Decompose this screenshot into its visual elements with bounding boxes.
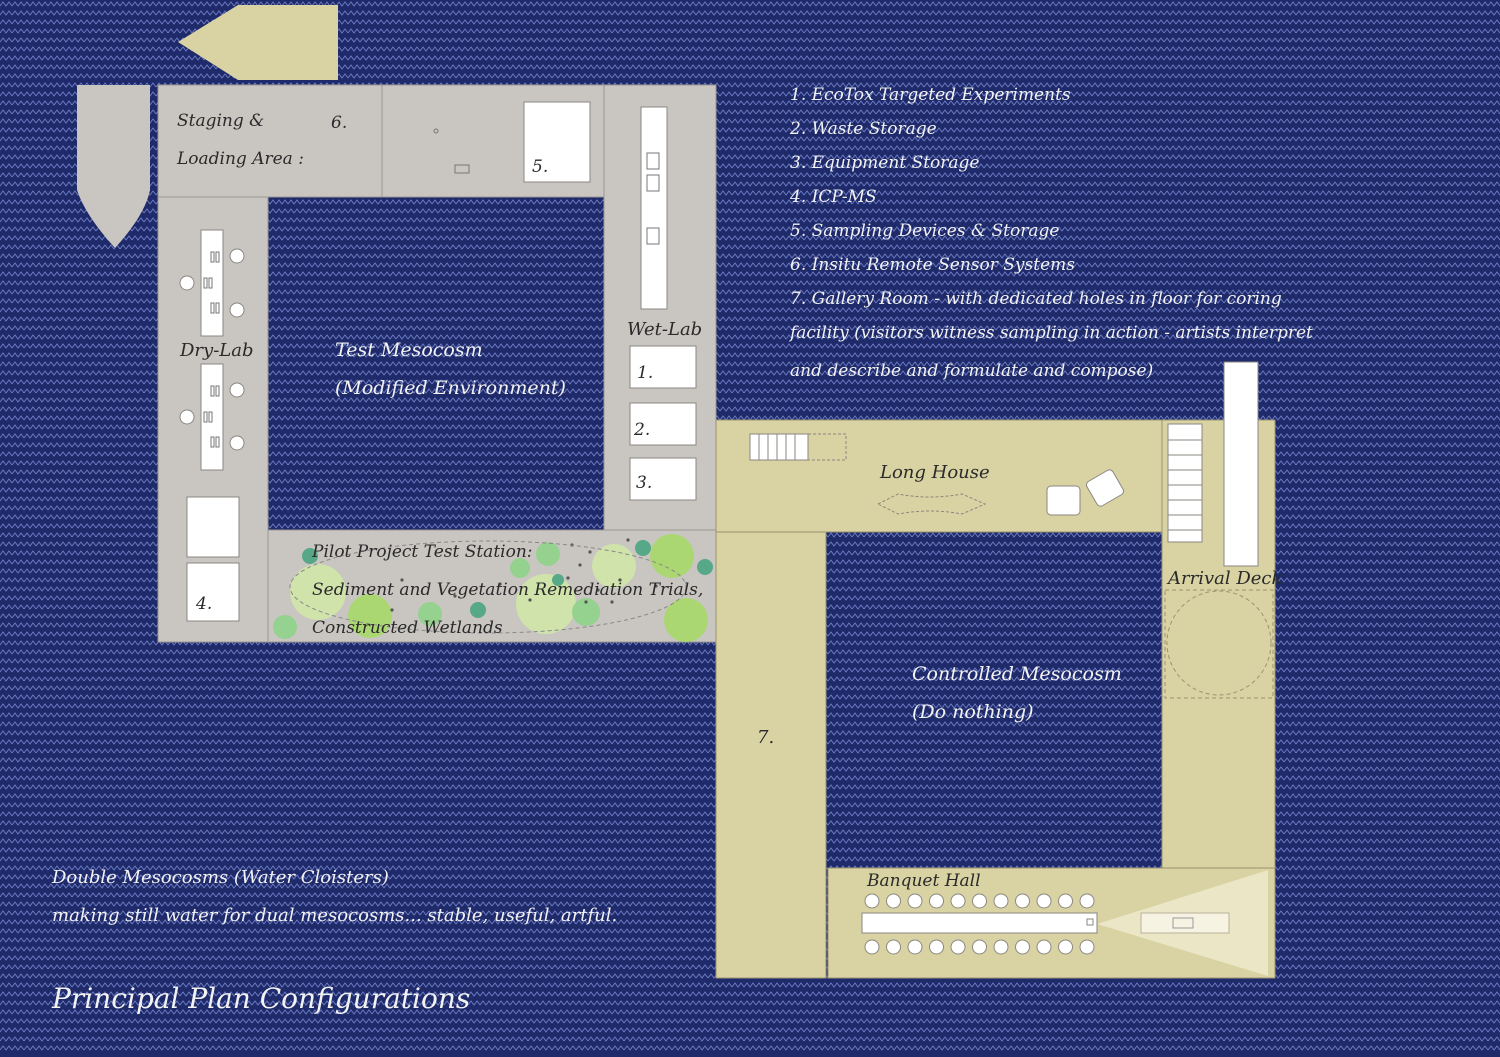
caption-line2: making still water for dual mesocosms...… — [52, 905, 617, 926]
banquet-seat — [929, 939, 944, 955]
legend-item: 5. Sampling Devices & Storage — [790, 221, 1059, 241]
room-number-5: 5. — [532, 157, 548, 177]
room-box-1 — [629, 345, 697, 389]
banquet-seat — [1036, 939, 1052, 955]
boat-top — [178, 5, 338, 80]
wet-lab-bench — [640, 106, 668, 310]
legend-item: 3. Equipment Storage — [790, 153, 979, 173]
legend-item: 7. Gallery Room - with dedicated holes i… — [790, 289, 1282, 309]
counter-sink-icon — [1172, 917, 1194, 929]
banquet-seat — [1058, 893, 1073, 909]
wet-lab-label: Wet-Lab — [627, 319, 702, 340]
banquet-seat — [972, 893, 987, 909]
test-mesocosm-subtitle: (Modified Environment) — [335, 377, 566, 399]
long-house-label: Long House — [879, 462, 990, 483]
dry-lab-box — [186, 496, 240, 558]
room-box-2 — [629, 402, 697, 446]
table-outline-icon — [876, 493, 987, 515]
banquet-table — [861, 912, 1098, 934]
banquet-seat — [929, 893, 944, 909]
legend-item: 2. Waste Storage — [789, 119, 937, 139]
legend: 1. EcoTox Targeted Experiments 2. Waste S… — [788, 85, 1313, 381]
banquet-seat — [864, 893, 880, 909]
pilot-station-title: Pilot Project Test Station: — [311, 542, 533, 562]
deck-pad-outline — [1164, 589, 1274, 699]
dry-lab-equipment-icons — [203, 251, 220, 448]
staging-room — [157, 84, 383, 198]
banquet-seat — [950, 893, 966, 909]
room-number-3: 3. — [636, 473, 652, 493]
banquet-seat — [972, 939, 987, 955]
banquet-seat — [1036, 893, 1052, 909]
room-number-1: 1. — [637, 363, 653, 383]
serving-counter — [1140, 912, 1230, 934]
room-number-6: 6. — [331, 113, 347, 133]
banquet-seat — [1058, 939, 1073, 955]
legend-item: 1. EcoTox Targeted Experiments — [790, 85, 1071, 105]
controlled-mesocosm-title: Controlled Mesocosm — [912, 663, 1122, 685]
boat-left — [77, 85, 150, 248]
room-number-4: 4. — [195, 594, 212, 614]
banquet-seat — [907, 939, 923, 955]
icp-ms-box — [186, 562, 240, 622]
test-mesocosm-title: Test Mesocosm — [335, 339, 483, 361]
banquet-seat — [886, 893, 901, 909]
banquet-seat — [1079, 939, 1095, 955]
deck-stairs — [1167, 423, 1203, 543]
legend-item: 6. Insitu Remote Sensor Systems — [790, 255, 1075, 275]
pilot-station-line2: Sediment and Vegetation Remediation Tria… — [312, 580, 703, 600]
banquet-seat — [1015, 893, 1030, 909]
chair-icon-2 — [1085, 469, 1125, 507]
deck-pad-circle — [1166, 590, 1272, 696]
deck-ramp — [1223, 361, 1259, 567]
deck-stair-steps — [1168, 439, 1202, 531]
dry-lab-label: Dry-Lab — [179, 340, 254, 361]
device-icon — [454, 164, 470, 174]
sink-icon-3 — [646, 227, 660, 245]
stair-icon — [749, 433, 847, 461]
storage-5-box — [523, 101, 591, 183]
legend-item: facility (visitors witness sampling in a… — [788, 323, 1313, 343]
banquet-seat — [1015, 939, 1030, 955]
legend-item: and describe and formulate and compose) — [790, 361, 1153, 381]
banquet-seat — [993, 893, 1009, 909]
staging-label-line2: Loading Area : — [176, 149, 304, 169]
banquet-seats — [864, 893, 1095, 955]
room-number-7: 7. — [757, 727, 774, 748]
banquet-seat — [993, 939, 1009, 955]
pilot-station-outline — [289, 540, 687, 634]
banquet-seat — [886, 939, 901, 955]
legend-item: 4. ICP-MS — [789, 187, 877, 207]
sink-icon-2 — [646, 174, 660, 192]
chair-icon-1 — [1046, 485, 1081, 516]
table-end-marker — [1086, 918, 1094, 926]
sink-icon-1 — [646, 152, 660, 170]
vegetation-circles — [273, 534, 713, 642]
banquet-seat — [907, 893, 923, 909]
banquet-seat — [1079, 893, 1095, 909]
gallery-room — [715, 531, 827, 979]
page-title: Principal Plan Configurations — [51, 982, 470, 1015]
banquet-hall-label: Banquet Hall — [866, 871, 981, 891]
vegetation-seeds — [390, 538, 658, 612]
sensor-icon — [433, 128, 439, 134]
room-box-3 — [629, 457, 697, 501]
banquet-seat — [950, 939, 966, 955]
room-number-2: 2. — [633, 420, 650, 440]
banquet-seat — [864, 939, 880, 955]
arrival-deck-label: Arrival Deck — [1166, 568, 1282, 589]
pilot-station-line3: Constructed Wetlands — [312, 618, 503, 638]
controlled-mesocosm-subtitle: (Do nothing) — [912, 701, 1034, 723]
caption-line1: Double Mesocosms (Water Cloisters) — [51, 867, 389, 888]
staging-label-line1: Staging & — [177, 111, 264, 131]
dry-lab-stools — [179, 248, 245, 451]
